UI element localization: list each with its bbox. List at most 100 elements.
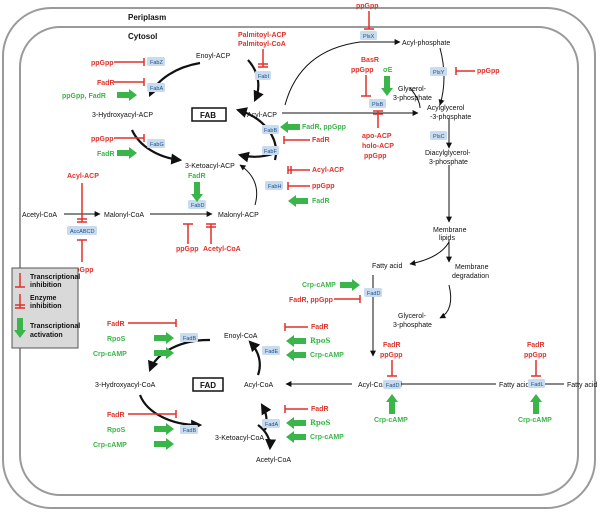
reg-ppgpp-fabh: ppGpp [312,183,335,190]
metabolite-malonyl-coa: Malonyl-CoA [104,212,144,219]
reg-ppgpp-fadd-2: ppGpp [380,352,403,359]
reg-fadr-fade: FadR [311,324,329,331]
enzyme-fadd-1: FadD [367,291,380,297]
metabolite-g3p-1b: 3-phosphate [393,95,432,102]
metabolite-fatty-acid-2: Fatty acid [499,382,529,389]
enzyme-faba: FabA [150,86,163,92]
enzyme-fadd-2: FadD [386,383,399,389]
enzyme-plsx: PlsX [363,34,375,40]
reg-fadr-ppgpp-fabb: FadR, ppGpp [302,124,346,131]
metabolite-acetyl-coa-2: Acetyl-CoA [256,457,291,464]
reg-fadr-faba: FadR [97,80,115,87]
reg-rpos-fada: RpoS [310,418,330,427]
enzyme-fabf: FabF [264,149,277,155]
reg-apo-acp: apo-ACP [362,133,392,140]
legend-trans-act-b: activation [30,332,63,339]
enzyme-fabb: FabB [264,128,277,134]
reg-crp-camp-fadd-1: Crp-cAMP [302,282,336,289]
metabolite-acyl-coa-2: Acyl-CoA [358,382,388,389]
reg-fadr-fadl: FadR [527,342,545,349]
metabolite-enoyl-coa: Enoyl-CoA [224,333,258,340]
metabolite-acyl-acp: Acyl-ACP [247,112,277,119]
metabolite-acetyl-coa: Acetyl-CoA [22,212,57,219]
reg-acetyl-coa-fabd: Acetyl-CoA [203,246,241,253]
fab-box [191,107,227,122]
reg-fadr-fabd: FadR [188,173,206,180]
periplasm-membrane [2,7,596,509]
reg-ppgpp-fabg: ppGpp [91,136,114,143]
legend-enz-inh-a: Enzyme [30,295,57,302]
enzyme-fadl: FadL [531,382,544,388]
metabolite-acyl-phosphate: Acyl-phosphate [402,40,450,47]
metabolite-membrane-degradation-b: degradation [452,273,489,280]
reg-ppgpp-plsx: ppGpp [356,3,379,10]
reg-crp-camp-fadb-2: Crp-cAMP [93,442,127,449]
enzyme-plsc: PlsC [433,134,445,140]
enzyme-fade: FadE [265,349,278,355]
reg-crp-camp-fada: Crp-cAMP [310,434,344,441]
reg-rpos-fadb-2: RpoS [107,427,126,434]
reg-crp-camp-fadd-2: Crp-cAMP [374,417,408,424]
metabolite-acylglycerol-a: Acylglycerol [427,105,465,112]
reg-fadr-fadd-2: FadR [383,342,401,349]
reg-ppgpp-accabcd: ppGpp [71,267,94,274]
legend-trans-inh-a: Transcriptional [30,274,80,281]
reg-rpos-fade: RpoS [310,336,330,345]
legend: Transcriptional inhibition Enzyme inhibi… [11,267,80,349]
reg-fadr-fada: FadR [311,406,329,413]
enzyme-plsy: PlsY [433,70,445,76]
reg-ppgpp-plsb-2: ppGpp [364,153,387,160]
metabolite-malonyl-acp: Malonyl-ACP [218,212,259,219]
enzyme-fabi: FabI [258,74,269,80]
enzyme-fadb-1: FadB [183,336,196,342]
metabolite-acyl-coa-1: Acyl-CoA [244,382,274,389]
metabolite-g3p-2a: Glycerol- [398,313,427,320]
reg-ppgpp-fadl: ppGpp [524,352,547,359]
reg-crp-camp-fade: Crp-cAMP [310,352,344,359]
enzyme-fabh: FabH [268,184,281,190]
reg-ppgpp-fabz: ppGpp [91,60,114,67]
metabolite-diacylglycerol-a: Diacylglycerol- [425,150,471,157]
reg-acyl-acp-accabcd: Acyl-ACP [67,173,99,180]
reg-crp-camp-fadb-1: Crp-cAMP [93,351,127,358]
enzyme-fabg: FabG [150,142,164,148]
enzyme-fabz: FabZ [150,60,163,66]
metabolite-g3p-1a: Glycerol- [398,86,427,93]
legend-trans-act-a: Transcriptional [30,323,80,330]
reg-fadr-ppgpp-fadd-1: FadR, ppGpp [289,297,333,304]
enzyme-plsb: PlsB [372,102,384,108]
metabolite-membrane-lipids-a: Membrane [433,227,467,234]
reg-ppgpp-plsy: ppGpp [477,68,500,75]
fad-box [192,377,224,392]
metabolite-3-ketoacyl-coa: 3-Ketoacyl-CoA [215,435,264,442]
reg-ppgpp-fabd: ppGpp [176,246,199,253]
enzyme-fada: FadA [265,422,278,428]
metabolite-acylglycerol-b: -3-phosphate [430,114,471,121]
metabolite-3-hydroxyacyl-acp: 3-Hydroxyacyl-ACP [92,112,153,119]
reg-acyl-acp-fabh: Acyl-ACP [312,167,344,174]
enzyme-accabcd: AccABCD [70,229,94,235]
fab-label: FAB [200,111,216,120]
reg-fadr-fadb-1: FadR [107,321,125,328]
reg-palmitoyl-acp: Palmitoyl-ACP [238,32,287,39]
reg-ppgpp-fadr-faba: ppGpp, FadR [62,93,106,100]
metabolite-membrane-lipids-b: lipids [439,235,455,242]
fad-label: FAD [200,381,216,390]
reg-fadr-fadb-2: FadR [107,412,125,419]
legend-enz-inh-b: inhibition [30,303,62,310]
reg-holo-acp: holo-ACP [362,143,394,150]
reg-fadr-fabg: FadR [97,151,115,158]
reg-fadr-fabb: FadR [312,137,330,144]
cytosol-membrane [19,26,579,496]
metabolite-fatty-acid-1: Fatty acid [372,263,402,270]
metabolite-3-ketoacyl-acp: 3-Ketoacyl-ACP [185,163,235,170]
metabolite-3-hydroxyacyl-coa: 3-Hydroxyacyl-CoA [95,382,156,389]
legend-trans-inh-b: inhibition [30,282,62,289]
fad-cycle [138,338,277,451]
reg-ppgpp-plsb: ppGpp [351,67,374,74]
reg-rpos-fadb-1: RpoS [107,336,126,343]
enzyme-fadb-2: FadB [183,428,196,434]
metabolite-g3p-2b: 3-phosphate [393,322,432,329]
reg-crp-camp-fadl: Crp-cAMP [518,417,552,424]
